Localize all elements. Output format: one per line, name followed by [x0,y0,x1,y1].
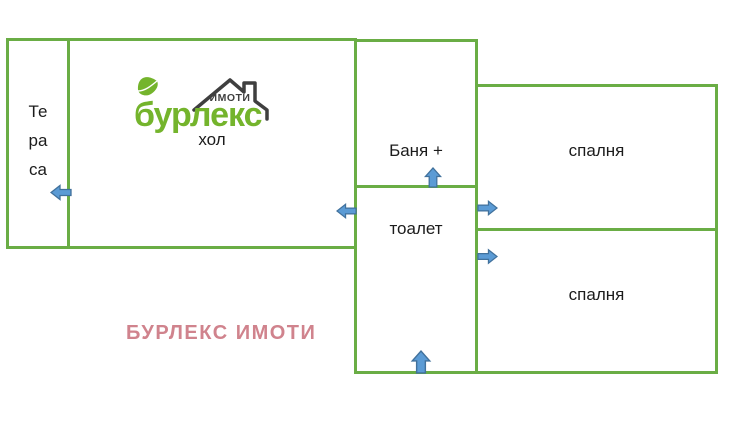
room-bedroom-bottom: спалня [475,228,718,374]
room-bathroom-label: Баня + тоалет [357,86,475,294]
room-corridor [354,185,478,374]
room-terrace: Те ра са [6,38,70,249]
house-roof-icon [192,78,269,121]
bedroom-bottom-door-arrow-right-icon [477,248,498,265]
terrace-door-arrow-left-icon [50,184,72,201]
agency-watermark-text: БУРЛЕКС ИМОТИ [126,322,317,344]
room-terrace-label: Те ра са [9,97,67,184]
room-bedroom-top: спалня [475,84,718,231]
logo-tagline-text: ИМОТИ [210,92,251,104]
terrace-label-line2: ра [28,131,48,150]
room-bathroom: Баня + тоалет [354,39,478,238]
terrace-label-line1: Те [28,102,48,121]
hall-door-arrow-left-icon [336,203,357,219]
leaf-icon [137,77,158,96]
room-bedroom-top-label: спалня [568,141,625,160]
agency-logo: ИМОТИ бурлекс [134,64,284,138]
bathroom-label-line1: Баня + [389,141,443,160]
bathroom-label-line2: тоалет [389,219,443,238]
agency-logo-graphic: ИМОТИ бурлекс [134,77,269,134]
entrance-door-arrow-up-icon [410,350,432,374]
room-hall-label: хол [198,130,226,149]
terrace-label-line3: са [29,160,47,179]
bathroom-door-arrow-up-icon [424,167,442,188]
logo-brand-text: бурлекс [134,96,262,134]
room-bedroom-bottom-label: спалня [568,285,625,304]
bedroom-top-door-arrow-right-icon [477,200,498,216]
